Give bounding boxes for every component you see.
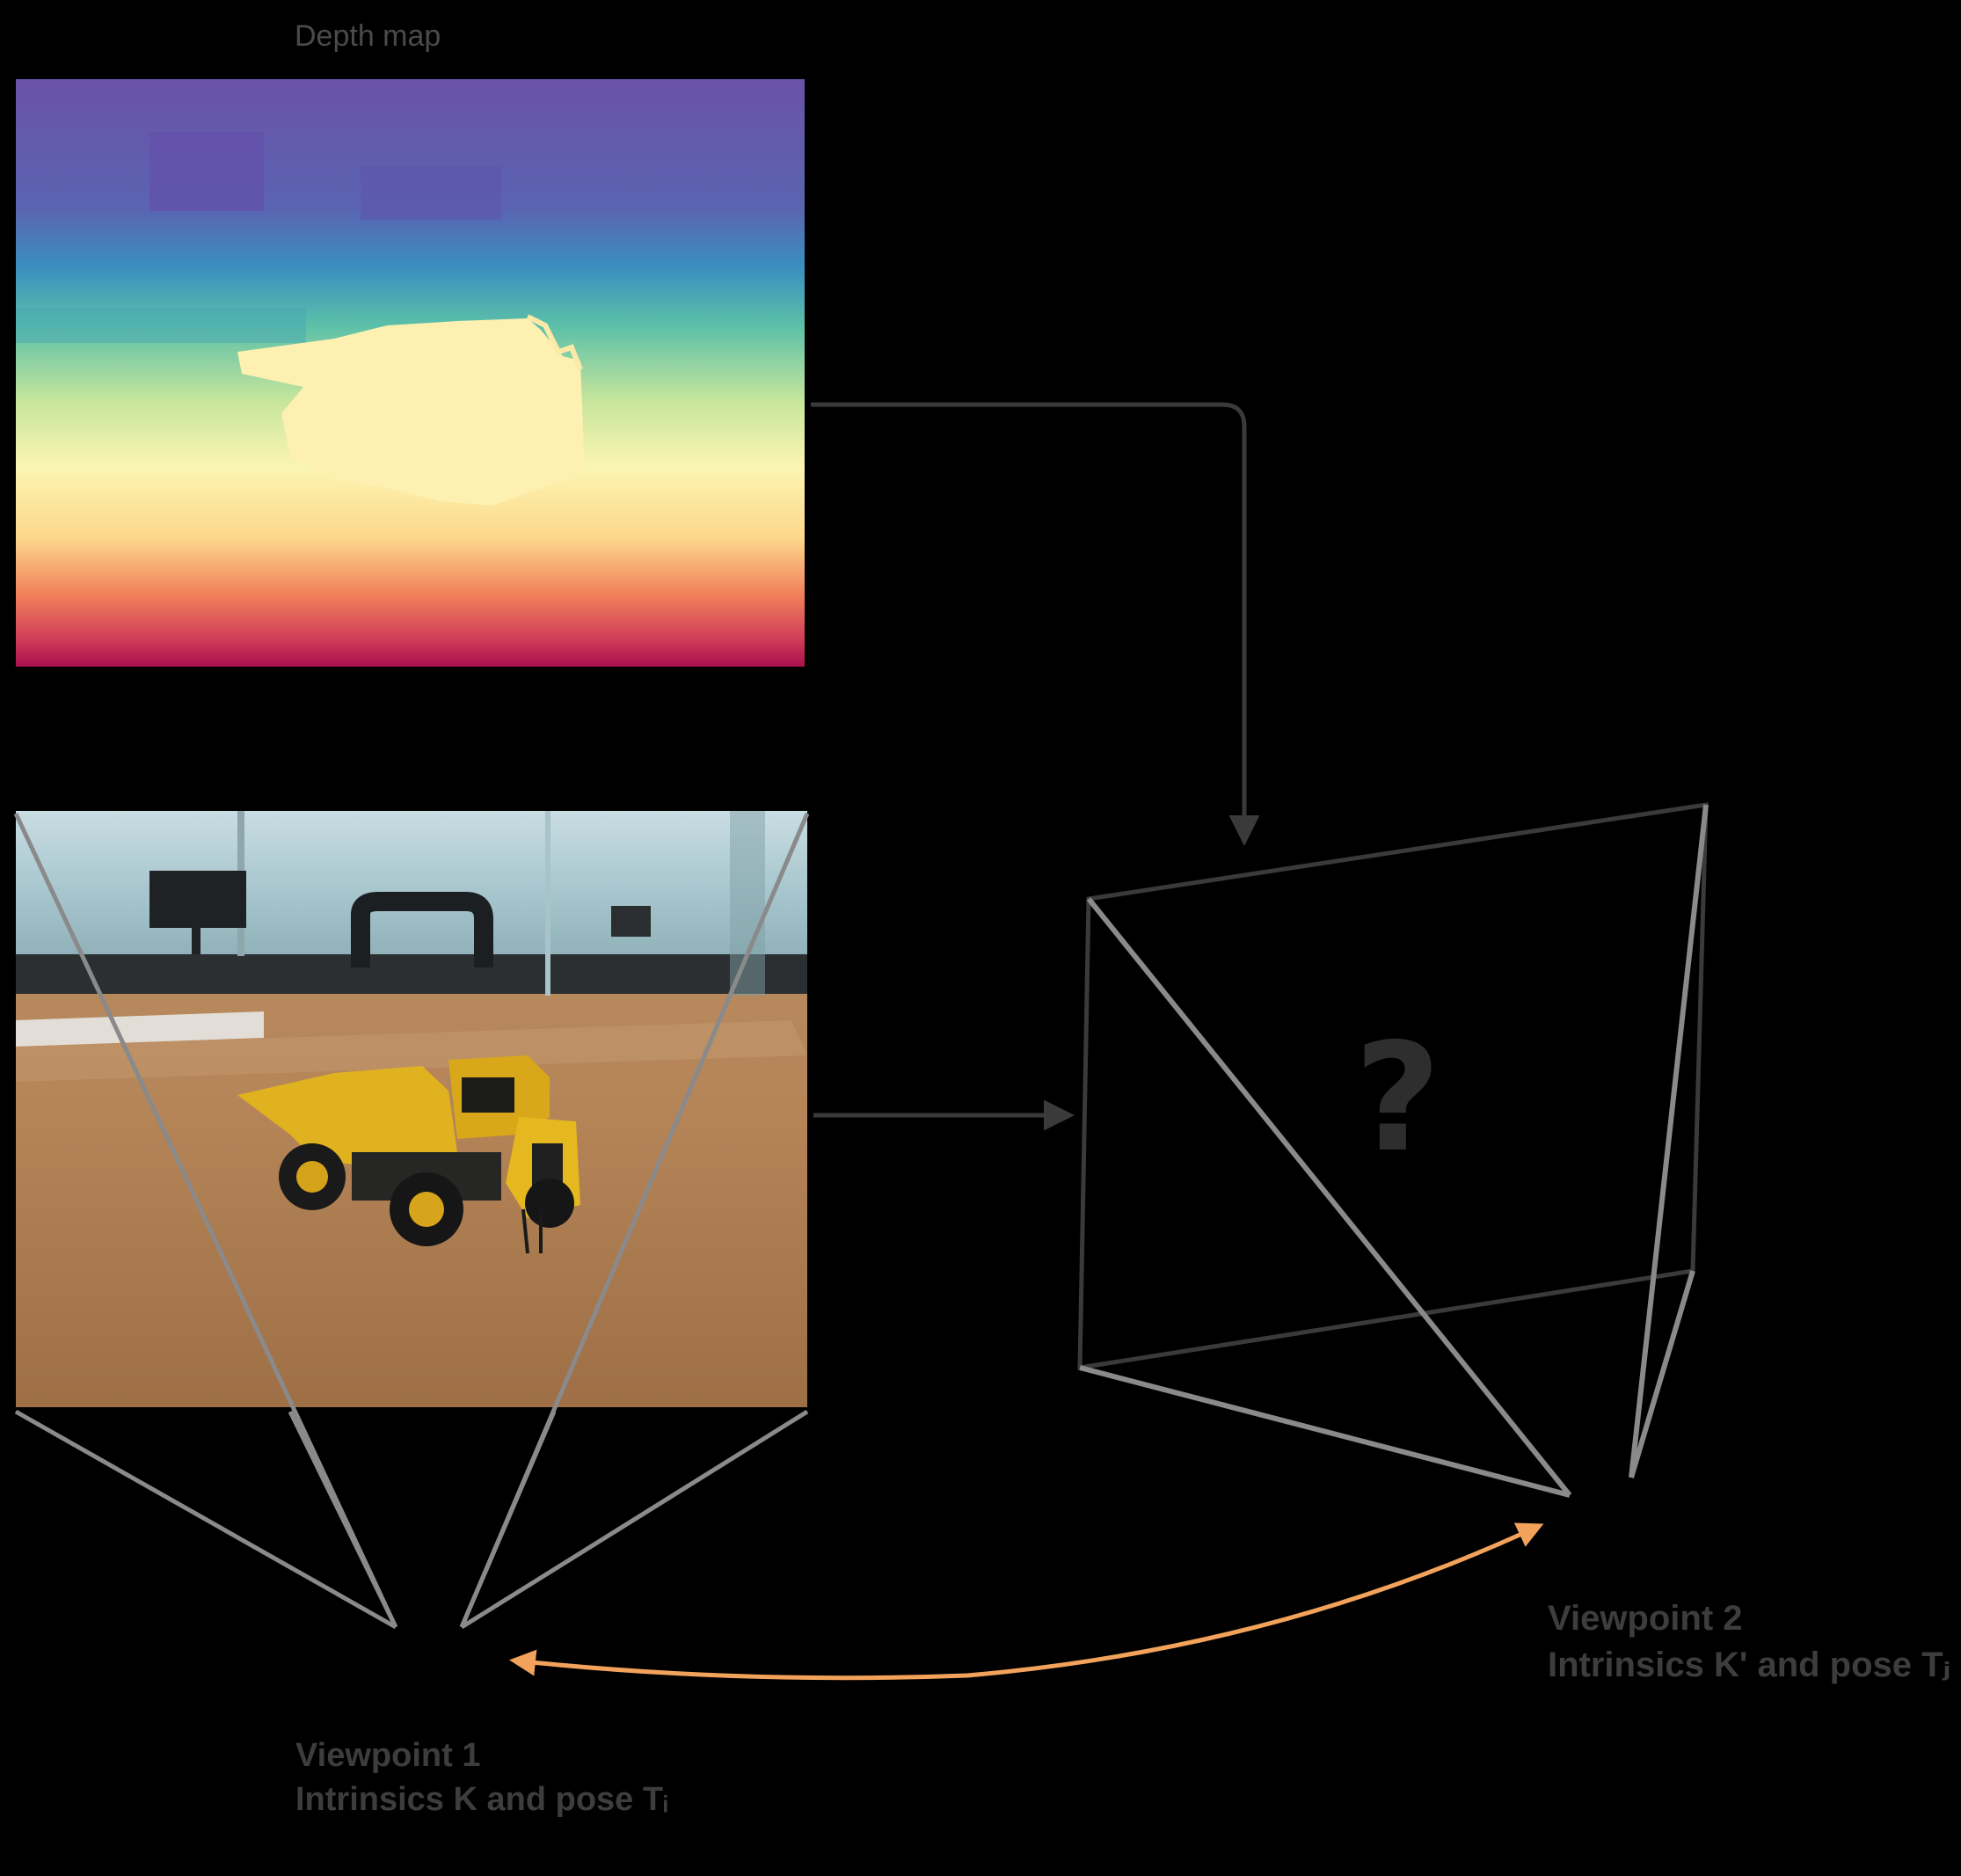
flow-arrows	[811, 402, 1260, 1131]
unknown-view-symbol: ?	[1354, 1011, 1441, 1186]
scene-photo-panel	[16, 811, 807, 1407]
viewpoint-2-name: Viewpoint 2	[1548, 1599, 1743, 1638]
depth-to-view2-arrow	[811, 402, 1260, 846]
viewpoint-2-params: Intrinsics K' and pose Tⱼ	[1548, 1646, 1951, 1684]
relative-pose-arrow	[509, 1522, 1544, 1681]
depth-map-title: Depth map	[295, 19, 441, 53]
viewpoint-1-params: Intrinsics K and pose Tᵢ	[295, 1781, 668, 1818]
depth-truck-silhouette	[237, 318, 585, 506]
depth-map-panel	[16, 79, 805, 667]
camera-frustum-icon	[1077, 802, 1709, 1498]
toy-dump-truck-photo	[237, 1055, 580, 1254]
viewpoint-1-frustum	[13, 812, 810, 1630]
viewpoint-1-name: Viewpoint 1	[295, 1737, 481, 1774]
